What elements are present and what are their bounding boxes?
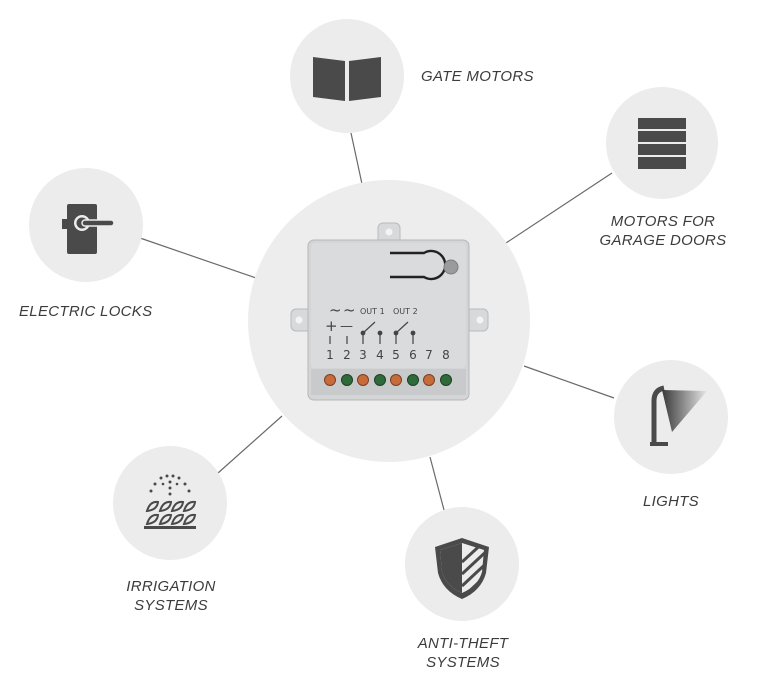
terminal-number: 5 — [392, 348, 400, 362]
terminal-screw — [390, 374, 402, 386]
garage-doors-node — [606, 87, 718, 199]
connector-lines — [139, 132, 615, 511]
relay-switch-symbols — [329, 321, 416, 344]
anti-theft-node — [405, 507, 519, 621]
out2-label: OUT 2 — [393, 307, 418, 316]
anti-theft-label: ANTI-THEFT SYSTEMS — [398, 634, 528, 672]
terminal-screw — [440, 374, 452, 386]
connector-electric-locks — [139, 237, 257, 279]
minus-symbol: — — [340, 319, 353, 334]
connector-lights — [523, 365, 615, 399]
garage-doors-label-line2: GARAGE DOORS — [599, 232, 727, 249]
anti-theft-label-line2: SYSTEMS — [426, 654, 500, 671]
terminal-number: 8 — [442, 348, 450, 362]
irrigation-label: IRRIGATION SYSTEMS — [105, 577, 237, 615]
terminal-screw — [341, 374, 353, 386]
garage-doors-label: MOTORS FOR GARAGE DOORS — [590, 212, 736, 250]
terminal-screw — [423, 374, 435, 386]
terminal-screw — [357, 374, 369, 386]
terminal-number: 3 — [359, 348, 367, 362]
terminal-strip — [311, 369, 466, 395]
out1-label: OUT 1 — [360, 307, 385, 316]
ac-symbol-1: ~ — [329, 301, 342, 319]
terminal-number: 2 — [343, 348, 351, 362]
irrigation-label-line1: IRRIGATION — [126, 578, 216, 595]
shield-icon — [435, 538, 489, 599]
lights-label-line1: LIGHTS — [643, 493, 699, 510]
lights-node — [614, 360, 728, 474]
connector-gate-motors — [350, 132, 363, 185]
terminal-screws — [324, 374, 452, 386]
gate-motors-label-line1: GATE MOTORS — [421, 68, 534, 85]
terminal-number: 1 — [326, 348, 334, 362]
garage-doors-label-line1: MOTORS FOR — [610, 213, 716, 230]
electric-locks-label: ELECTRIC LOCKS — [19, 302, 152, 321]
plus-symbol: + — [325, 317, 338, 335]
electric-locks-node — [29, 168, 143, 282]
terminal-screw — [374, 374, 386, 386]
gate-motors-bubble — [290, 19, 404, 133]
gate-motors-node — [290, 19, 404, 133]
terminal-screw — [324, 374, 336, 386]
terminal-number: 4 — [376, 348, 384, 362]
connector-anti-theft — [429, 456, 445, 511]
garage-door-icon — [638, 118, 686, 169]
door-lock-icon — [62, 204, 115, 254]
connector-garage-doors — [505, 172, 613, 244]
irrigation-node — [113, 446, 227, 560]
gate-icon — [313, 57, 381, 101]
gate-motors-label: GATE MOTORS — [421, 67, 534, 86]
lamp-icon — [650, 385, 707, 446]
garage-doors-bubble — [606, 87, 718, 199]
status-led — [443, 259, 459, 275]
terminal-number: 6 — [409, 348, 417, 362]
sprinkler-plants-icon — [144, 474, 197, 529]
anti-theft-label-line1: ANTI-THEFT — [417, 635, 509, 652]
irrigation-label-line2: SYSTEMS — [134, 597, 208, 614]
terminal-screw — [407, 374, 419, 386]
relay-module: ~ ~ + — OUT 1 OUT 2 1 2 3 4 5 6 7 — [290, 222, 489, 401]
connector-irrigation — [217, 415, 283, 474]
terminal-number: 7 — [425, 348, 433, 362]
lights-label: LIGHTS — [630, 492, 712, 511]
ac-symbol-2: ~ — [343, 301, 356, 319]
electric-locks-label-line1: ELECTRIC LOCKS — [19, 303, 153, 320]
terminal-numbers: 1 2 3 4 5 6 7 8 — [326, 348, 450, 362]
